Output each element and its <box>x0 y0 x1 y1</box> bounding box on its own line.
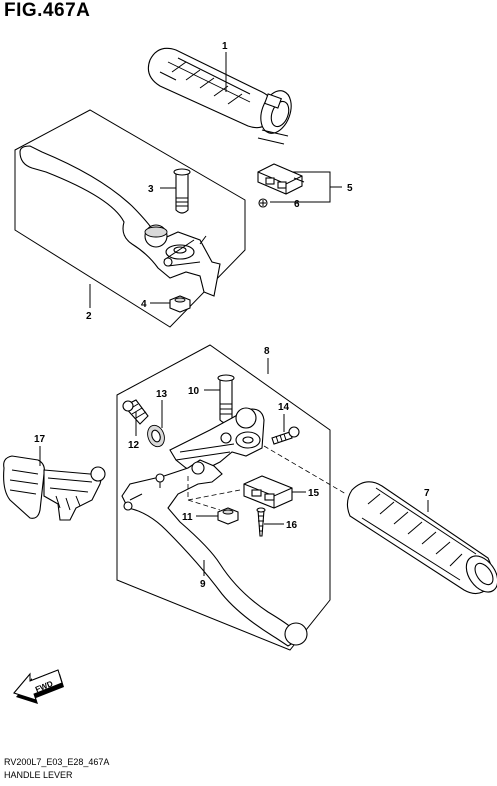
figure-name: HANDLE LEVER <box>4 770 73 780</box>
callout-1: 1 <box>222 41 228 52</box>
callout-11: 11 <box>182 512 193 523</box>
lower-assembly-box <box>116 344 331 651</box>
upper-assembly-box <box>14 109 246 328</box>
hand-grip <box>346 481 497 595</box>
lower-lever <box>121 459 308 647</box>
assembly-line-holder <box>187 476 241 511</box>
nut-lower <box>217 507 239 525</box>
leader-5 <box>270 171 342 203</box>
callout-8: 8 <box>264 346 270 357</box>
callout-14: 14 <box>278 402 290 413</box>
figure-title: FIG.467A <box>4 0 91 21</box>
adjuster-wheel <box>147 424 165 448</box>
pivot-bolt-upper <box>173 168 191 214</box>
callout-17: 17 <box>34 434 46 445</box>
callout-15: 15 <box>308 488 320 499</box>
callout-13: 13 <box>156 389 168 400</box>
callout-5: 5 <box>347 183 353 194</box>
callout-7: 7 <box>424 488 430 499</box>
clutch-switch-upper <box>257 163 305 208</box>
screw-14 <box>271 426 300 445</box>
callout-16: 16 <box>286 520 298 531</box>
callout-3: 3 <box>148 184 154 195</box>
callout-9: 9 <box>200 579 206 590</box>
clutch-switch-lower <box>243 475 293 509</box>
callout-2: 2 <box>86 311 92 322</box>
throttle-grip <box>147 47 292 145</box>
fwd-arrow-icon: FWD <box>13 669 64 704</box>
callout-12: 12 <box>128 440 140 451</box>
pivot-bolt-lower <box>217 374 235 424</box>
screw-16 <box>256 507 266 537</box>
nut-upper <box>169 295 191 313</box>
figure-code: RV200L7_E03_E28_467A <box>4 757 110 767</box>
callout-6: 6 <box>294 199 300 210</box>
callout-4: 4 <box>141 299 147 310</box>
callout-10: 10 <box>188 386 200 397</box>
clutch-cable-holder <box>3 455 106 521</box>
lever-holder <box>169 407 265 473</box>
upper-lever <box>19 145 221 297</box>
